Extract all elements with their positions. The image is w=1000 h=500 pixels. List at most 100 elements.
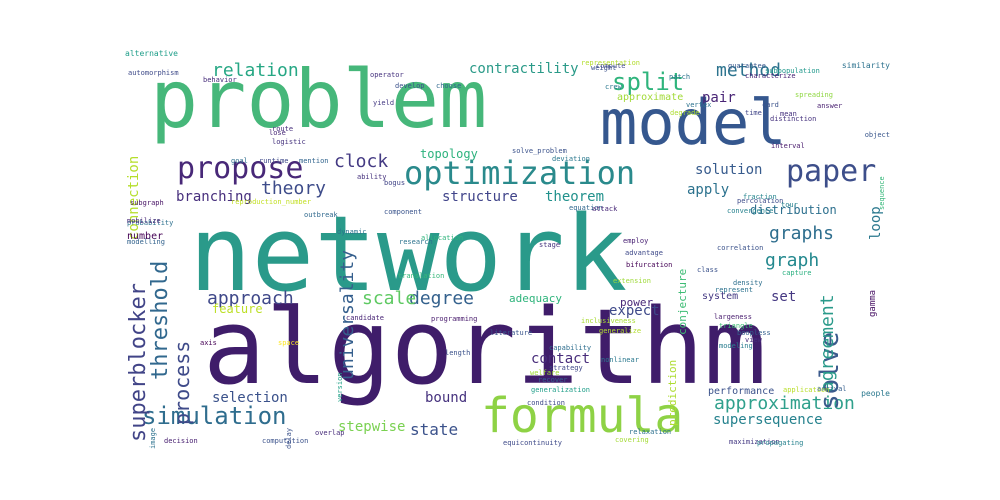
word-inclusiveness: inclusiveness xyxy=(581,317,636,325)
word-superblocker: superblocker xyxy=(126,283,151,442)
word-branching: branching xyxy=(176,189,252,205)
word-advantage: advantage xyxy=(625,249,663,257)
word-bogus: bogus xyxy=(384,179,406,187)
word-formula: formula xyxy=(481,388,684,444)
word-boopless: boopless xyxy=(737,329,771,337)
word-crew: crew xyxy=(605,83,622,91)
word-tour: tour xyxy=(781,201,798,209)
word-compute: compute xyxy=(596,62,626,70)
word-literature: literature xyxy=(490,329,533,337)
word-version: version xyxy=(336,372,344,402)
word-equation: equation xyxy=(569,204,603,212)
word-contact: contact xyxy=(531,351,591,367)
word-people: people xyxy=(861,389,890,398)
word-propose: propose xyxy=(177,151,304,186)
word-maximization: maximization xyxy=(729,438,780,446)
word-nonlinear: nonlinear xyxy=(601,356,639,364)
word-application: application xyxy=(783,386,830,394)
word-represent: represent xyxy=(715,286,753,294)
word-theorem: theorem xyxy=(545,189,605,205)
word-spreading: spreading xyxy=(795,91,833,99)
word-algorithm: algorithm xyxy=(203,286,767,408)
word-convergence: convergence xyxy=(727,207,774,215)
word-space: space xyxy=(278,339,300,347)
word-graphs: graphs xyxy=(769,223,835,244)
word-translation: translation xyxy=(398,272,445,280)
word-triangle: triangle xyxy=(719,322,753,330)
word-mean: mean xyxy=(780,110,797,118)
word-recover: recover xyxy=(538,376,568,384)
word-mobilize: mobilize xyxy=(127,217,161,225)
word-interval: interval xyxy=(771,142,805,150)
word-selection: selection xyxy=(212,390,288,406)
word-approximate: approximate xyxy=(617,92,684,103)
word-modeling: modeling xyxy=(719,342,753,350)
word-approach: approach xyxy=(207,288,294,309)
word-probability: probability xyxy=(127,219,174,227)
word-supersequence: supersequence xyxy=(713,412,823,428)
word-choose: choose xyxy=(436,82,462,90)
word-apply: apply xyxy=(687,182,730,198)
word-agreement: agreement xyxy=(817,294,838,392)
word-density: density xyxy=(733,279,763,287)
word-gamma: gamma xyxy=(868,289,878,317)
word-ability: ability xyxy=(357,173,387,181)
word-solution: solution xyxy=(695,162,763,178)
word-fraction: fraction xyxy=(743,193,777,201)
word-graph: graph xyxy=(765,250,820,271)
word-behavior: behavior xyxy=(203,76,237,84)
word-conjecture: conjecture xyxy=(676,268,689,335)
word-route: route xyxy=(272,125,294,133)
word-employ: employ xyxy=(623,237,649,245)
word-decision: decision xyxy=(164,437,198,445)
word-automorphism: automorphism xyxy=(128,69,179,77)
word-welfare: welfare xyxy=(530,369,560,377)
word-extension: extension xyxy=(613,277,651,285)
word-lose: lose xyxy=(269,129,286,137)
word-distribution: distribution xyxy=(750,203,837,217)
word-length: length xyxy=(445,349,471,357)
word-equicontinuity: equicontinuity xyxy=(503,439,563,447)
word-set: set xyxy=(771,289,797,305)
word-clock: clock xyxy=(334,151,389,172)
word-connection: connection xyxy=(126,155,142,240)
word-contractility: contractility xyxy=(469,61,579,77)
word-strategy: strategy xyxy=(549,364,583,372)
word-bound: bound xyxy=(425,390,468,406)
word-relation: relation xyxy=(212,60,299,81)
word-solve-problem: solve_problem xyxy=(512,147,567,155)
word-generalization: generalization xyxy=(531,386,591,394)
word-process: process xyxy=(170,340,194,425)
word-problem: problem xyxy=(150,53,488,146)
word-axis: axis xyxy=(200,339,217,347)
word-time: time xyxy=(745,109,762,117)
word-yield: yield xyxy=(373,99,395,107)
word-arrival: arrival xyxy=(817,385,847,393)
word-split: split xyxy=(612,68,685,96)
word-attack: attack xyxy=(592,205,618,213)
word-mention: mention xyxy=(299,157,329,165)
word-delay: delay xyxy=(285,427,293,449)
word-image: image xyxy=(149,427,157,449)
word-sequence: sequence xyxy=(878,176,886,210)
word-loop: loop xyxy=(868,206,884,240)
word-similarity: similarity xyxy=(841,61,890,70)
word-state: state xyxy=(410,420,459,439)
word-subpopulation: subpopulation xyxy=(765,67,820,75)
word-subgraph: subgraph xyxy=(130,199,164,207)
word-runtime: runtime xyxy=(259,157,289,165)
word-approximation: approximation xyxy=(714,393,855,414)
word-theory: theory xyxy=(261,178,327,199)
word-computation: computation xyxy=(262,437,309,445)
word-number: number xyxy=(127,231,164,242)
word-logistic: logistic xyxy=(272,138,306,146)
word-optimization: optimization xyxy=(404,154,636,192)
word-guarantee: guarantee xyxy=(728,62,766,70)
word-covering: covering xyxy=(615,436,649,444)
word-condition: condition xyxy=(527,399,565,407)
word-capability: capability xyxy=(549,344,592,352)
word-feature: feature xyxy=(212,302,263,316)
word-expect: expect xyxy=(609,303,660,319)
word-develop: develop xyxy=(395,82,425,90)
word-model: model xyxy=(600,86,787,159)
